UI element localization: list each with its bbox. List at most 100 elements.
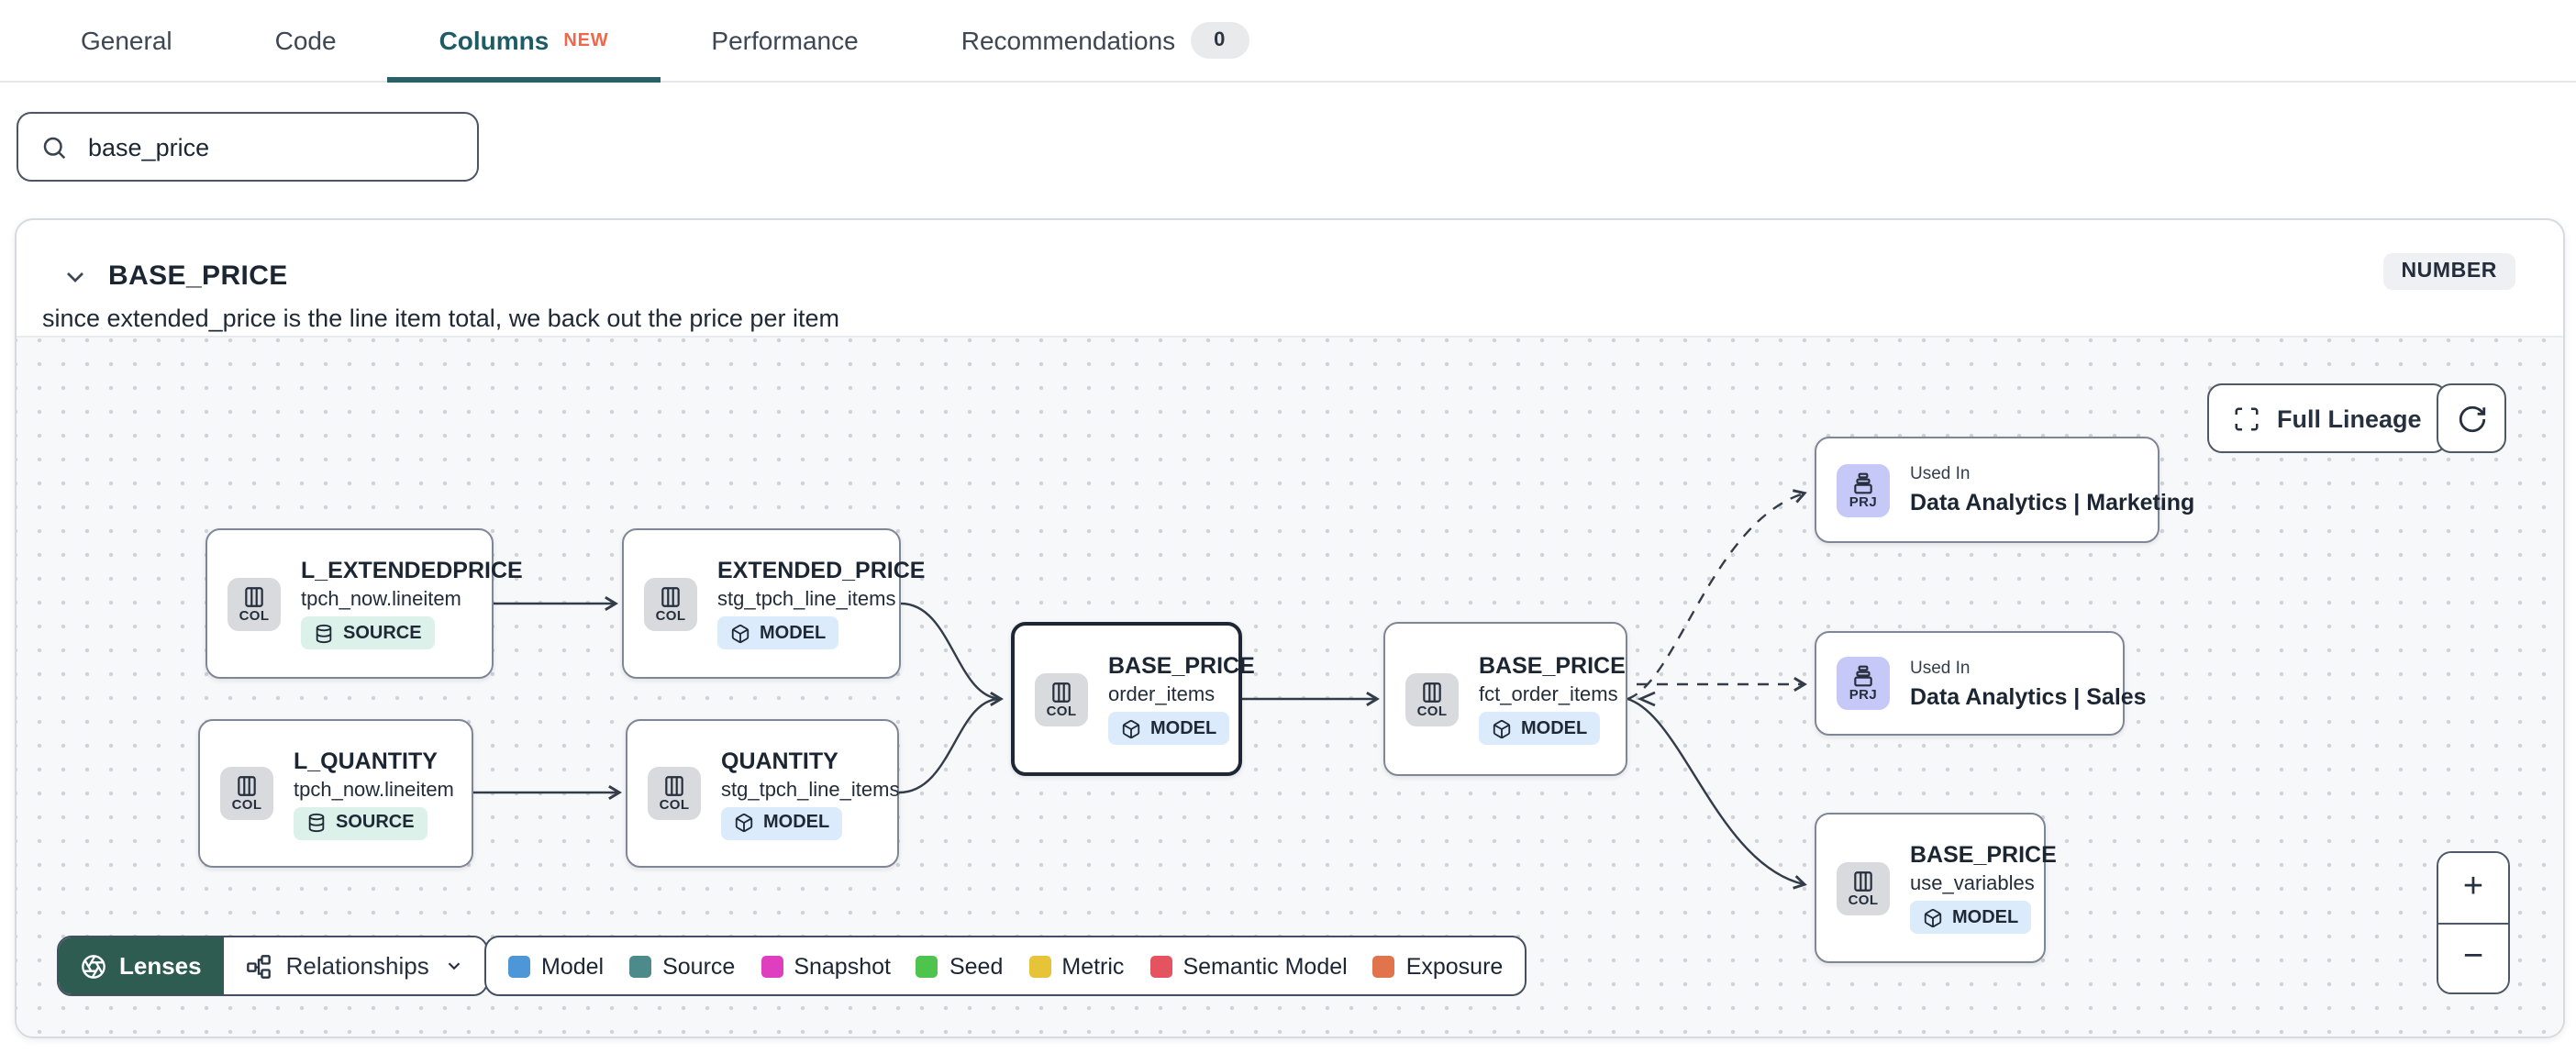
node-subtitle: stg_tpch_line_items — [717, 589, 896, 611]
cube-icon — [731, 623, 749, 643]
project-chip: PRJ — [1837, 463, 1890, 516]
badge-label: MODEL — [1521, 718, 1588, 738]
cube-icon — [735, 813, 753, 833]
chip-label: COL — [239, 606, 270, 623]
badge-label: MODEL — [1952, 907, 2019, 927]
badge-label: SOURCE — [336, 813, 415, 833]
columns-icon — [245, 586, 263, 606]
refresh-button[interactable] — [2437, 383, 2506, 453]
model-badge: MODEL — [1479, 712, 1601, 745]
lineage-edges — [473, 489, 1807, 890]
legend-swatch — [1028, 955, 1051, 977]
lineage-canvas[interactable]: COL L_EXTENDEDPRICE tpch_now.lineitem SO… — [17, 336, 2563, 1036]
tab-code-label: Code — [274, 26, 337, 55]
legend-item-snapshot: Snapshot — [761, 953, 891, 979]
tab-code[interactable]: Code — [224, 0, 388, 81]
columns-icon — [238, 776, 256, 796]
chevron-down-icon[interactable] — [61, 262, 90, 292]
tab-recommendations-label: Recommendations — [960, 26, 1176, 55]
source-badge: SOURCE — [301, 616, 435, 649]
legend-swatch — [1149, 955, 1172, 977]
chevron-down-icon — [448, 962, 460, 970]
lineage-node-used-in-marketing[interactable]: PRJ Used In Data Analytics | Marketing — [1815, 437, 2194, 543]
search-icon — [43, 136, 66, 159]
badge-label: MODEL — [760, 623, 827, 643]
tab-performance[interactable]: Performance — [660, 0, 909, 81]
column-card: BASE_PRICE NUMBER since extended_price i… — [15, 218, 2565, 1038]
lineage-node-base-price-fct-order-items[interactable]: COL BASE_PRICE fct_order_items MODEL — [1383, 622, 1627, 776]
full-lineage-button[interactable]: Full Lineage — [2207, 383, 2448, 453]
legend-label: Exposure — [1405, 953, 1504, 979]
search-input[interactable] — [84, 131, 455, 162]
legend-item-semantic-model: Semantic Model — [1149, 953, 1348, 979]
legend-item-source: Source — [629, 953, 735, 979]
node-subtitle: stg_tpch_line_items — [721, 779, 900, 801]
model-badge: MODEL — [1910, 901, 2032, 934]
column-title: BASE_PRICE — [108, 260, 288, 292]
relationships-dropdown[interactable]: Relationships — [223, 937, 486, 994]
node-subtitle: fct_order_items — [1479, 684, 1618, 706]
node-title: Data Analytics | Sales — [1910, 683, 2147, 709]
column-chip: COL — [1837, 861, 1890, 914]
tab-performance-label: Performance — [711, 26, 859, 55]
lineage-node-l-extendedprice[interactable]: COL L_EXTENDEDPRICE tpch_now.lineitem SO… — [205, 528, 523, 679]
node-title: BASE_PRICE — [1479, 653, 1626, 679]
model-badge: MODEL — [717, 616, 839, 649]
tab-columns-label: Columns — [439, 26, 550, 55]
column-chip: COL — [228, 577, 281, 630]
lineage-node-l-quantity[interactable]: COL L_QUANTITY tpch_now.lineitem SOURCE — [198, 719, 473, 868]
recommendations-count-badge: 0 — [1190, 22, 1249, 59]
legend-swatch — [916, 955, 938, 977]
database-icon — [308, 813, 325, 833]
chip-label: COL — [1848, 891, 1879, 907]
new-badge: NEW — [563, 30, 609, 50]
badge-label: SOURCE — [343, 623, 422, 643]
source-badge: SOURCE — [294, 806, 427, 839]
node-title: BASE_PRICE — [1108, 653, 1255, 679]
cube-icon — [1493, 718, 1511, 738]
legend-label: Metric — [1061, 953, 1125, 979]
column-chip: COL — [1405, 672, 1459, 726]
column-chip: COL — [648, 767, 701, 820]
columns-icon — [1052, 682, 1071, 702]
legend-label: Seed — [949, 953, 1004, 979]
legend-label: Model — [541, 953, 605, 979]
model-badge: MODEL — [721, 806, 843, 839]
aperture-icon — [82, 954, 105, 978]
chip-label: COL — [231, 796, 262, 813]
lineage-node-base-price-order-items[interactable]: COL BASE_PRICE order_items MODEL — [1011, 622, 1255, 776]
chip-label: COL — [655, 606, 686, 623]
legend-swatch — [761, 955, 783, 977]
database-icon — [316, 623, 332, 643]
active-tab-underline — [387, 77, 661, 83]
lineage-node-used-in-sales[interactable]: PRJ Used In Data Analytics | Sales — [1815, 631, 2147, 736]
project-stack-icon — [1854, 471, 1872, 493]
legend-item-exposure: Exposure — [1372, 953, 1504, 979]
columns-icon — [1423, 682, 1441, 702]
legend-item-seed: Seed — [916, 953, 1003, 979]
node-title: EXTENDED_PRICE — [717, 558, 926, 583]
lenses-button[interactable]: Lenses — [59, 937, 224, 994]
tab-general[interactable]: General — [29, 0, 224, 81]
legend-swatch — [629, 955, 652, 977]
tab-general-label: General — [81, 26, 172, 55]
tab-columns[interactable]: Columns NEW — [387, 0, 661, 83]
column-chip: COL — [1035, 672, 1088, 726]
expand-icon — [2235, 406, 2259, 430]
relationships-icon — [246, 954, 271, 978]
node-title: BASE_PRICE — [1910, 842, 2057, 868]
zoom-out-button[interactable]: − — [2438, 924, 2508, 992]
project-chip: PRJ — [1837, 657, 1890, 710]
lineage-node-quantity[interactable]: COL QUANTITY stg_tpch_line_items MODEL — [626, 719, 899, 868]
project-stack-icon — [1854, 665, 1872, 687]
legend-swatch — [1372, 955, 1395, 977]
tab-recommendations[interactable]: Recommendations 0 — [910, 0, 1300, 81]
lineage-node-extended-price[interactable]: COL EXTENDED_PRICE stg_tpch_line_items M… — [622, 528, 926, 679]
lenses-label: Lenses — [119, 952, 202, 980]
node-title: QUANTITY — [721, 748, 838, 773]
legend-item-metric: Metric — [1028, 953, 1124, 979]
legend-label: Snapshot — [794, 953, 891, 979]
zoom-in-button[interactable]: + — [2438, 853, 2508, 924]
legend-label: Semantic Model — [1183, 953, 1348, 979]
lineage-node-base-price-use-variables[interactable]: COL BASE_PRICE use_variables MODEL — [1815, 813, 2057, 963]
